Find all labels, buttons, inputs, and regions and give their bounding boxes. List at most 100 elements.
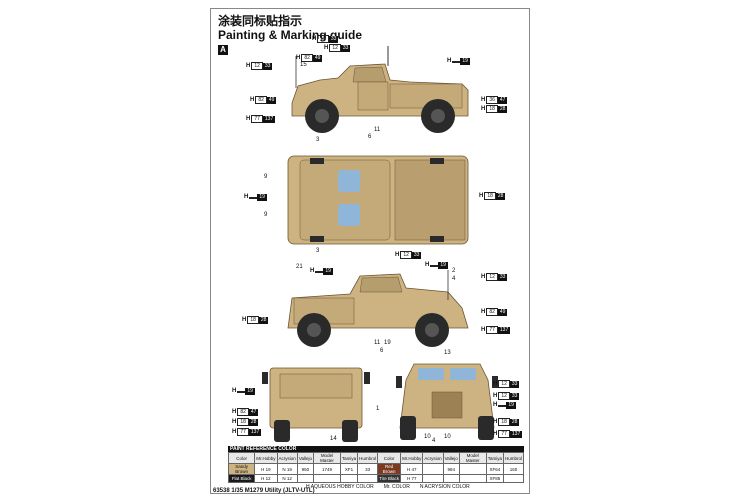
table-cell [296,474,315,483]
table-row: Flat Black H 12 N 12 Tire Black H 77 XF8… [227,474,525,483]
page-footer: 63538 1/35 M1279 Utility (JLTV-UTL) [213,488,315,494]
color-swatch-red-brown: Red Brown [377,463,402,475]
column-header: Acrysion [276,452,298,464]
page-title-cn: 涂装同标贴指示 [218,14,303,28]
table-cell: H 19 [254,463,278,475]
part-number: 13 [444,350,451,356]
part-number: 10 [424,434,431,440]
table-cell: H 12 [254,474,278,483]
vehicle-top-view [287,155,469,245]
column-header: Mr.Hobby [400,452,424,464]
section-label: A [218,45,228,55]
table-cell [313,474,341,483]
legend-acrysion: N ACRYSION COLOR [419,484,470,490]
part-number: 10 [444,434,451,440]
table-cell: H 77 [400,474,424,483]
column-header: Vallejo [296,452,315,464]
part-number: 3 [316,248,320,254]
paint-reference-table: PAINT REFERENCE COLOR Color Mr.Hobby Acr… [227,446,525,483]
column-header: Humbrol [502,452,525,464]
paint-reference-title: PAINT REFERENCE COLOR [228,446,524,452]
table-cell [422,463,444,475]
color-swatch-tire-black: Tire Black [377,474,402,483]
table-cell: XF1 [339,463,359,475]
column-header: Model Master [313,452,341,464]
table-cell: 950 [296,463,315,475]
part-number: 3 [316,137,320,143]
part-number: 9 [264,174,268,180]
part-number: 15 [300,62,307,68]
part-number: 19 [384,340,391,346]
table-cell [502,474,525,483]
paint-table: Color Mr.Hobby Acrysion Vallejo Model Ma… [227,452,525,483]
table-cell: N 12 [276,474,298,483]
vehicle-side-view-right [287,270,469,347]
legend-mr-color: Mr. COLOR [383,484,410,490]
vehicle-side-view-left [291,46,469,133]
table-cell: XF85 [485,474,504,483]
table-cell: 1749 [313,463,341,475]
table-cell [442,474,460,483]
table-cell [422,474,444,483]
column-header: Acrysion [422,452,444,464]
color-swatch-flat-black: Flat Black [227,474,256,483]
column-header: Humbrol [357,452,379,464]
part-number: 2 [452,268,456,274]
column-header: Color [227,452,256,464]
page-title: Painting & Marking guide [218,28,363,42]
part-number: 4 [452,276,456,282]
column-header: Tamiya [339,452,359,464]
table-cell: 984 [442,463,460,475]
part-number: 6 [380,348,384,354]
column-header: Color [377,452,402,464]
table-cell [339,474,359,483]
table-cell: XF64 [485,463,504,475]
table-row: Sandy Brown H 19 N 19 950 1749 XF1 33 Re… [227,463,525,475]
color-swatch-sandy-brown: Sandy Brown [227,463,256,475]
part-number: 6 [368,134,372,140]
table-cell: 160 [502,463,525,475]
table-cell [458,474,487,483]
table-cell: N 19 [276,463,298,475]
part-number: 1 [376,406,380,412]
vehicle-front-view [396,363,498,440]
column-header: Vallejo [442,452,460,464]
table-cell [458,463,487,475]
part-number: 14 [330,436,337,442]
vehicle-rear-view [262,367,370,442]
column-header: Tamiya [485,452,504,464]
part-number: 11 [374,340,381,346]
part-number: 9 [264,212,268,218]
paint-legend: H AQUEOUS HOBBY COLOR Mr. COLOR N ACRYSI… [306,484,470,490]
column-header: Model Master [458,452,487,464]
part-number: 21 [296,264,303,270]
part-number: 4 [432,438,436,444]
legend-aqueous: H AQUEOUS HOBBY COLOR [306,484,374,490]
table-header-row: Color Mr.Hobby Acrysion Vallejo Model Ma… [227,452,525,464]
